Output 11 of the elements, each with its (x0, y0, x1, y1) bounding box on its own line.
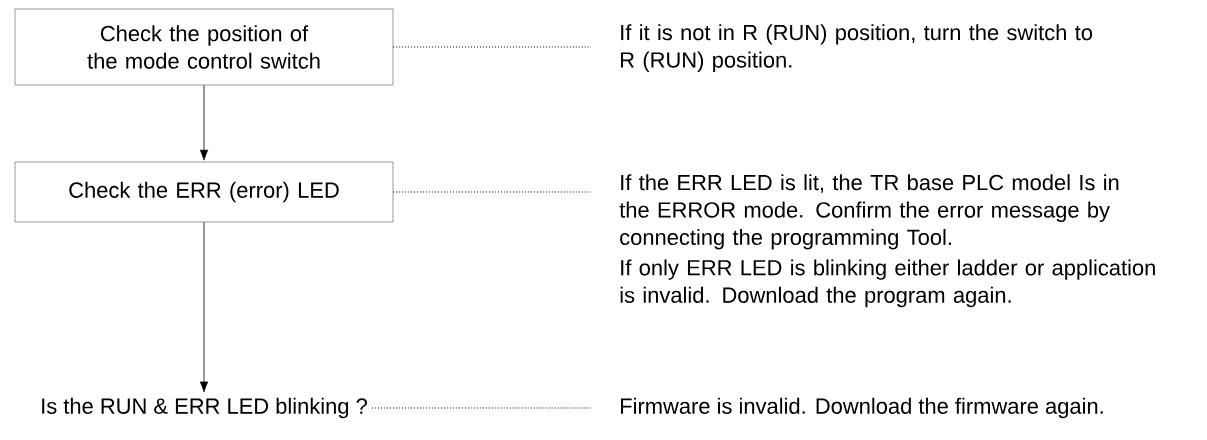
process-box: Check the ERR (error) LED (14, 161, 394, 223)
arrow (199, 221, 209, 393)
dotted-line (392, 46, 592, 48)
note-text: If the ERR LED is lit, the TR base PLC model Is in the ERROR mode. Confirm the error message by connecting the programming Tool. If only ERR LED is blinking either ladder or application is invalid. Download the program again. (619, 174, 1155, 308)
question-text: Is the RUN & ERR LED blinking ? (42, 397, 367, 419)
note-text: Firmware is invalid. Download the firmware again. (621, 397, 1103, 419)
note-text: If it is not in R (RUN) position, turn the switch to R (RUN) position. (621, 24, 1093, 72)
dotted-line (392, 191, 592, 193)
arrow (199, 84, 209, 161)
process-box: Check the position of the mode control switch (14, 8, 394, 86)
dotted-line (371, 407, 592, 409)
